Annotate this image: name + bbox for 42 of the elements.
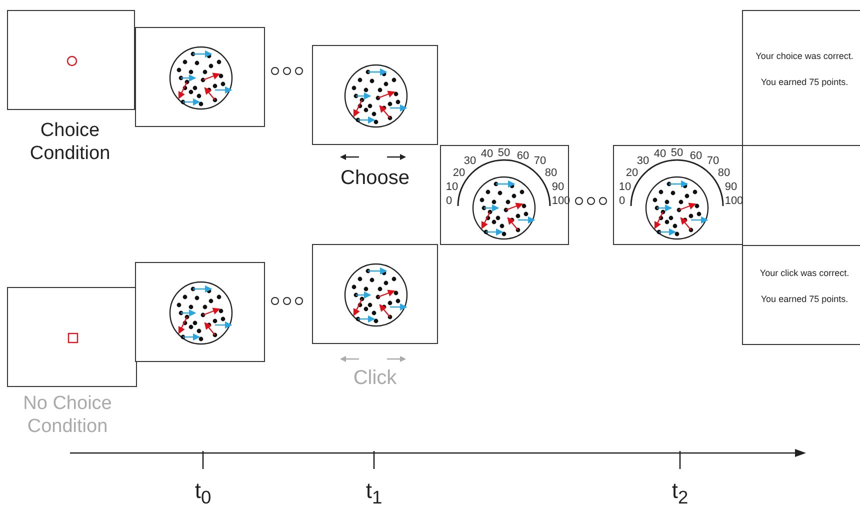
dial-number: 40 xyxy=(654,148,666,160)
response-label: Click xyxy=(352,366,398,390)
dial-number: 50 xyxy=(670,147,684,159)
dial-number: 80 xyxy=(718,167,730,179)
display-screen xyxy=(440,145,569,245)
feedback-screen xyxy=(742,10,860,146)
condition-label: No Choice Condition xyxy=(22,393,113,439)
dial-number: 70 xyxy=(534,155,546,167)
feedback-text: You earned 75 points. xyxy=(760,77,850,87)
dial-number: 20 xyxy=(452,167,466,179)
dial-number: 90 xyxy=(552,181,564,193)
dial-number: 60 xyxy=(516,150,530,162)
response-label: Choose xyxy=(340,166,410,190)
feedback-text: Your choice was correct. xyxy=(754,51,854,61)
dial-number: 10 xyxy=(618,181,632,193)
time-label: t$_{1}$ xyxy=(364,478,384,508)
dial-number: 60 xyxy=(690,150,702,162)
dial-number: 100 xyxy=(724,195,744,207)
dial-number: 30 xyxy=(464,155,476,167)
dial-number: 80 xyxy=(544,167,558,179)
dial-number: 30 xyxy=(636,155,650,167)
dial-number: 0 xyxy=(618,195,626,207)
display-screen xyxy=(135,27,265,127)
time-label: t$_{2}$ xyxy=(670,478,690,508)
feedback-text: You earned 75 points. xyxy=(760,294,850,304)
display-screen xyxy=(312,244,438,344)
dial-number: 0 xyxy=(446,195,452,207)
dial-number: 70 xyxy=(706,155,720,167)
feedback-text: Your click was correct. xyxy=(758,268,850,278)
display-screen xyxy=(7,10,135,110)
dial-number: 10 xyxy=(446,181,458,193)
feedback-screen xyxy=(742,245,860,345)
display-screen xyxy=(135,262,265,362)
dial-number: 40 xyxy=(480,148,494,160)
condition-label: Choice Condition xyxy=(28,120,112,166)
dial-number: 90 xyxy=(724,181,738,193)
dial-number: 20 xyxy=(626,167,638,179)
display-screen xyxy=(613,145,743,245)
time-label: t$_{0}$ xyxy=(194,478,212,508)
dial-number: 50 xyxy=(498,147,510,159)
display-screen xyxy=(7,287,137,387)
display-screen xyxy=(312,45,438,145)
